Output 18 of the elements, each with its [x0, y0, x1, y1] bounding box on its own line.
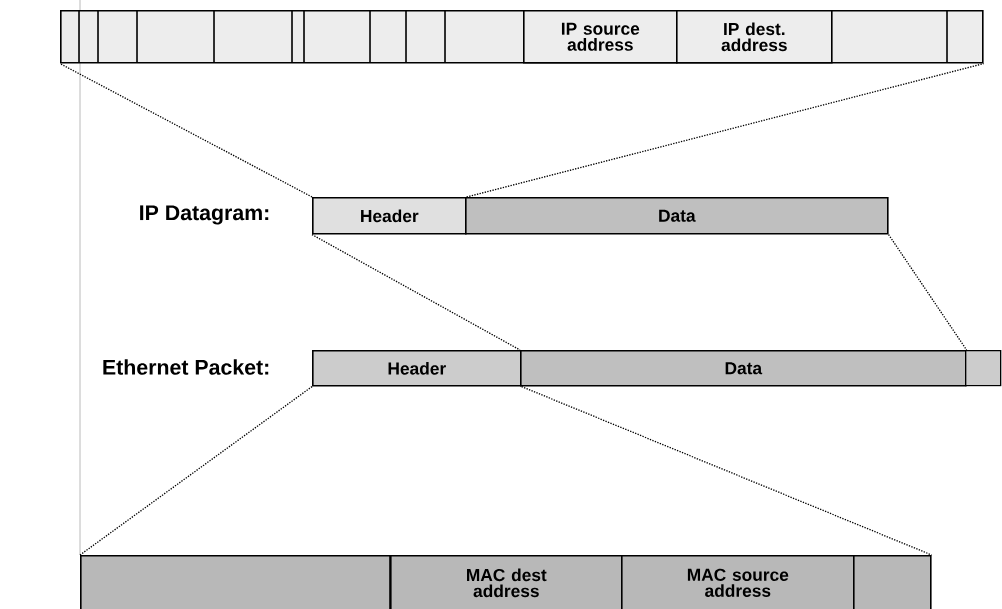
- data-segment: Data: [465, 197, 889, 235]
- expansion-line: [79, 385, 313, 556]
- header-segment: Header: [312, 197, 467, 235]
- field-cell: MAC source address: [621, 555, 855, 609]
- field-cell: IP source address: [523, 10, 678, 64]
- row-label: IP Datagram:: [140, 205, 269, 225]
- expansion-line: [465, 62, 985, 198]
- expansion-line: [59, 62, 313, 198]
- expansion-line: [311, 233, 521, 351]
- data-segment: Data: [520, 350, 967, 387]
- expansion-line: [520, 385, 933, 556]
- row-label: Ethernet Packet:: [103, 359, 269, 375]
- expansion-line: [887, 233, 968, 351]
- field-cell: MAC dest address: [390, 555, 623, 609]
- header-segment: Header: [312, 350, 522, 387]
- field-cell: IP dest. address: [676, 10, 833, 64]
- node-label: MAC dest address: [467, 568, 547, 598]
- trailer-segment: [965, 350, 1002, 387]
